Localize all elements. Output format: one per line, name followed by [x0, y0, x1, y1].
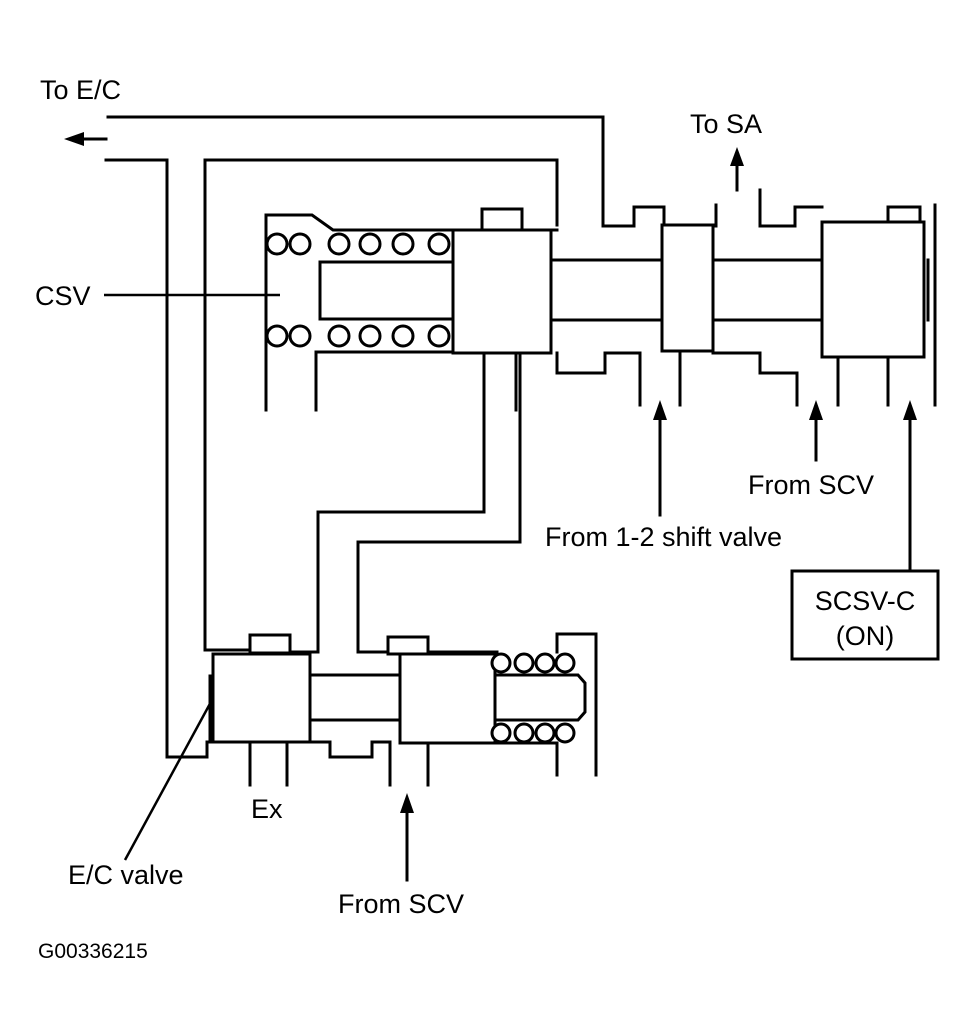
- ec-left-land: [211, 652, 312, 744]
- csv-middle-land: [660, 223, 715, 353]
- ec-right-land: [398, 652, 497, 745]
- to-sa-arrow: [730, 147, 744, 192]
- csv-top-land: [480, 207, 524, 233]
- to-ec-passage: [64, 115, 718, 228]
- ec-valve-body: [203, 632, 598, 787]
- csv-right-land: [820, 220, 926, 359]
- ec-spring-bottom: [490, 722, 576, 744]
- csv-spring-top: [265, 232, 451, 256]
- from-scv-right-arrow: [809, 400, 823, 462]
- from-12-shift-label: From 1-2 shift valve: [545, 522, 782, 552]
- ec-spring-top: [490, 652, 576, 674]
- from-scv-bottom-label: From SCV: [338, 889, 464, 919]
- to-sa-label: To SA: [690, 109, 762, 139]
- to-ec-label: To E/C: [40, 75, 121, 105]
- scsvc-arrow: [903, 400, 917, 572]
- scsvc-label-line2: (ON): [836, 621, 894, 651]
- ex-label: Ex: [251, 794, 283, 824]
- connecting-passages: [316, 351, 522, 654]
- csv-label: CSV: [35, 281, 91, 311]
- scsvc-box: [790, 569, 940, 661]
- ec-top-land: [248, 633, 292, 655]
- csv-spring-bottom: [265, 324, 451, 348]
- figure-code: G00336215: [38, 940, 148, 963]
- ec-valve-label: E/C valve: [68, 860, 184, 890]
- from-12-shift-arrow: [653, 400, 667, 517]
- ec-top-land-2: [386, 635, 430, 656]
- ec-valve-leader: [123, 699, 214, 861]
- csv-valve-body: [264, 188, 937, 412]
- from-scv-right-label: From SCV: [748, 470, 874, 500]
- csv-spring-plug: [318, 260, 457, 321]
- from-scv-bottom-arrow: [400, 793, 414, 882]
- csv-spool-land: [451, 228, 553, 355]
- to-ec-arrowhead: [64, 132, 84, 146]
- scsvc-label-line1: SCSV-C: [815, 586, 916, 616]
